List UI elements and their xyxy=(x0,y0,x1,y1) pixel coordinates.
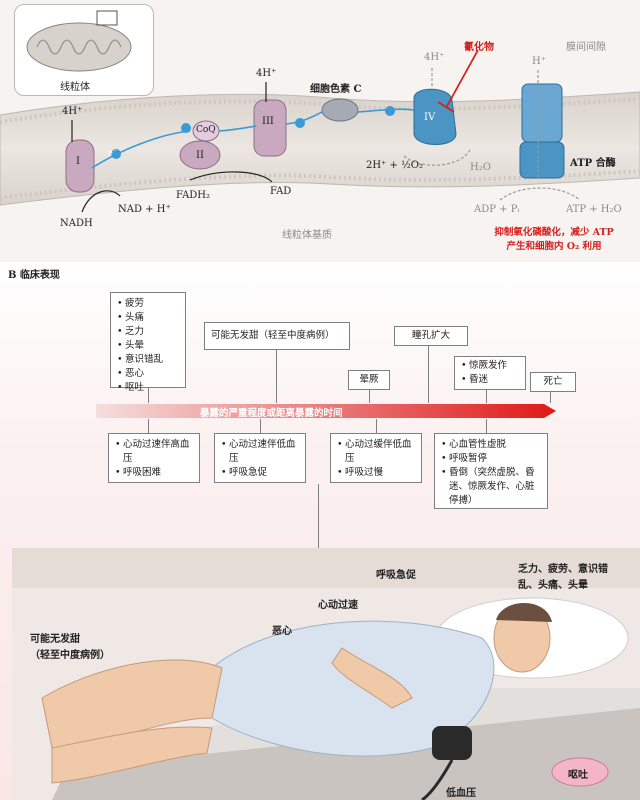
patient-tachypnea-annotation: 呼吸急促 xyxy=(376,570,416,581)
patient-illustration xyxy=(12,548,640,800)
atp-synthase-stalk xyxy=(521,83,563,143)
complex-4-shape xyxy=(413,88,457,145)
seizure-coma-list: 惊厥发作昏迷 xyxy=(461,359,519,387)
symptom-item: 恶心 xyxy=(117,367,179,381)
oxygen-reaction-label: 2H⁺ + ½O₂ xyxy=(366,160,423,171)
proton-label-3: 4H⁺ xyxy=(256,68,277,79)
stage-1-list: 心动过速伴高血压呼吸困难 xyxy=(115,438,193,480)
syncope-box: 晕厥 xyxy=(348,370,390,390)
patient-nausea-annotation: 恶心 xyxy=(272,626,292,637)
symptom-item: 意识错乱 xyxy=(117,353,179,367)
proton-label-1: 4H⁺ xyxy=(62,106,83,117)
water-label: H₂O xyxy=(470,162,491,173)
early-symptoms-box: 疲劳头痛乏力头晕意识错乱恶心呕吐 xyxy=(110,292,186,395)
complex-1-shape xyxy=(65,139,95,193)
symptom-item: 呼吸暂停 xyxy=(441,452,541,466)
symptom-item: 心血管性虚脱 xyxy=(441,438,541,452)
stage-1-box: 心动过速伴高血压呼吸困难 xyxy=(108,433,200,483)
complex-3-label: III xyxy=(262,116,274,127)
atp-label: ATP + H₂O xyxy=(566,204,622,215)
proton-label-h: H⁺ xyxy=(532,56,546,67)
symptom-item: 头痛 xyxy=(117,311,179,325)
severity-timeline-arrow xyxy=(96,404,556,418)
conclusion-text: 抑制氧化磷酸化，减少 ATP 产生和细胞内 O₂ 利用 xyxy=(474,226,634,254)
complex-3-shape xyxy=(253,99,287,157)
electron-label: e⁻ xyxy=(108,148,117,157)
seizure-coma-box: 惊厥发作昏迷 xyxy=(454,356,526,390)
patient-almond-annotation: 可能无发甜 （轻至中度病例） xyxy=(30,634,110,661)
symptom-item: 心动过速伴高血压 xyxy=(115,438,193,466)
complex-2-label: II xyxy=(196,150,204,161)
stage-4-box: 心血管性虚脱呼吸暂停昏倒（突然虚脱、昏迷、惊厥发作、心脏停搏） xyxy=(434,433,548,509)
symptom-item: 头晕 xyxy=(117,339,179,353)
panel-a-electron-transport-chain: 线粒体 I II CoQ III IV e⁻ 4H⁺ 4H⁺ 4H⁺ H⁺ NA… xyxy=(0,0,640,262)
complex-2-shape xyxy=(179,140,221,170)
adp-label: ADP + Pᵢ xyxy=(474,204,520,215)
symptom-item: 呼吸困难 xyxy=(115,466,193,480)
atp-synthase-label: ATP 合酶 xyxy=(570,158,616,169)
symptom-item: 呼吸急促 xyxy=(221,466,299,480)
symptom-item: 乏力 xyxy=(117,325,179,339)
intermembrane-space-label: 膜间间隙 xyxy=(566,42,606,53)
timeline-label: 暴露的严重程度或距离暴露的时间 xyxy=(200,408,343,419)
stage-2-list: 心动过速伴低血压呼吸急促 xyxy=(221,438,299,480)
cytochrome-c-shape xyxy=(321,98,359,122)
membrane-illustration xyxy=(0,49,640,213)
symptom-item: 心动过速伴低血压 xyxy=(221,438,299,466)
conclusion-line-1: 抑制氧化磷酸化，减少 ATP xyxy=(494,227,614,238)
proton-label-4: 4H⁺ xyxy=(424,52,445,63)
symptom-item: 呼吸过慢 xyxy=(337,466,415,480)
stage-3-box: 心动过缓伴低血压呼吸过慢 xyxy=(330,433,422,483)
symptom-item: 昏倒（突然虚脱、昏迷、惊厥发作、心脏停搏） xyxy=(441,466,541,508)
almond-odor-box: 可能无发甜（轻至中度病例） xyxy=(204,322,350,350)
nad-label: NAD + H⁺ xyxy=(118,204,171,215)
coq-label: CoQ xyxy=(196,125,216,135)
fad-label: FAD xyxy=(270,186,292,197)
patient-tachycardia-annotation: 心动过速 xyxy=(318,600,358,611)
patient-vomit-annotation: 呕吐 xyxy=(568,770,588,781)
nadh-label: NADH xyxy=(60,218,93,229)
conclusion-line-2: 产生和细胞内 O₂ 利用 xyxy=(506,241,602,252)
symptom-item: 惊厥发作 xyxy=(461,359,519,373)
stage-3-list: 心动过缓伴低血压呼吸过慢 xyxy=(337,438,415,480)
complex-4-label: IV xyxy=(424,112,436,123)
stage-4-list: 心血管性虚脱呼吸暂停昏倒（突然虚脱、昏迷、惊厥发作、心脏停搏） xyxy=(441,438,541,508)
symptom-item: 昏迷 xyxy=(461,373,519,387)
patient-hypotension-annotation: 低血压 xyxy=(446,788,476,799)
stage-2-box: 心动过速伴低血压呼吸急促 xyxy=(214,433,306,483)
mitochondrion-icon xyxy=(26,10,132,72)
symptom-item: 疲劳 xyxy=(117,297,179,311)
symptom-item: 呕吐 xyxy=(117,381,179,395)
mitochondrion-inset xyxy=(14,4,154,96)
matrix-label: 线粒体基质 xyxy=(282,230,332,241)
mydriasis-box: 瞳孔扩大 xyxy=(394,326,468,346)
cyanide-label: 氰化物 xyxy=(464,42,494,53)
symptom-item: 心动过缓伴低血压 xyxy=(337,438,415,466)
mitochondrion-label: 线粒体 xyxy=(60,82,90,93)
patient-head-annotation: 乏力、疲劳、意识错 乱、头痛、头晕 xyxy=(518,564,608,591)
cytochrome-c-label: 细胞色素 C xyxy=(310,84,362,95)
death-box: 死亡 xyxy=(530,372,576,392)
complex-1-label: I xyxy=(76,156,80,167)
fadh2-label: FADH₂ xyxy=(176,190,211,201)
panel-b-title: B 临床表现 xyxy=(8,270,60,281)
early-symptoms-list: 疲劳头痛乏力头晕意识错乱恶心呕吐 xyxy=(117,297,179,395)
atp-synthase-head xyxy=(519,141,565,179)
